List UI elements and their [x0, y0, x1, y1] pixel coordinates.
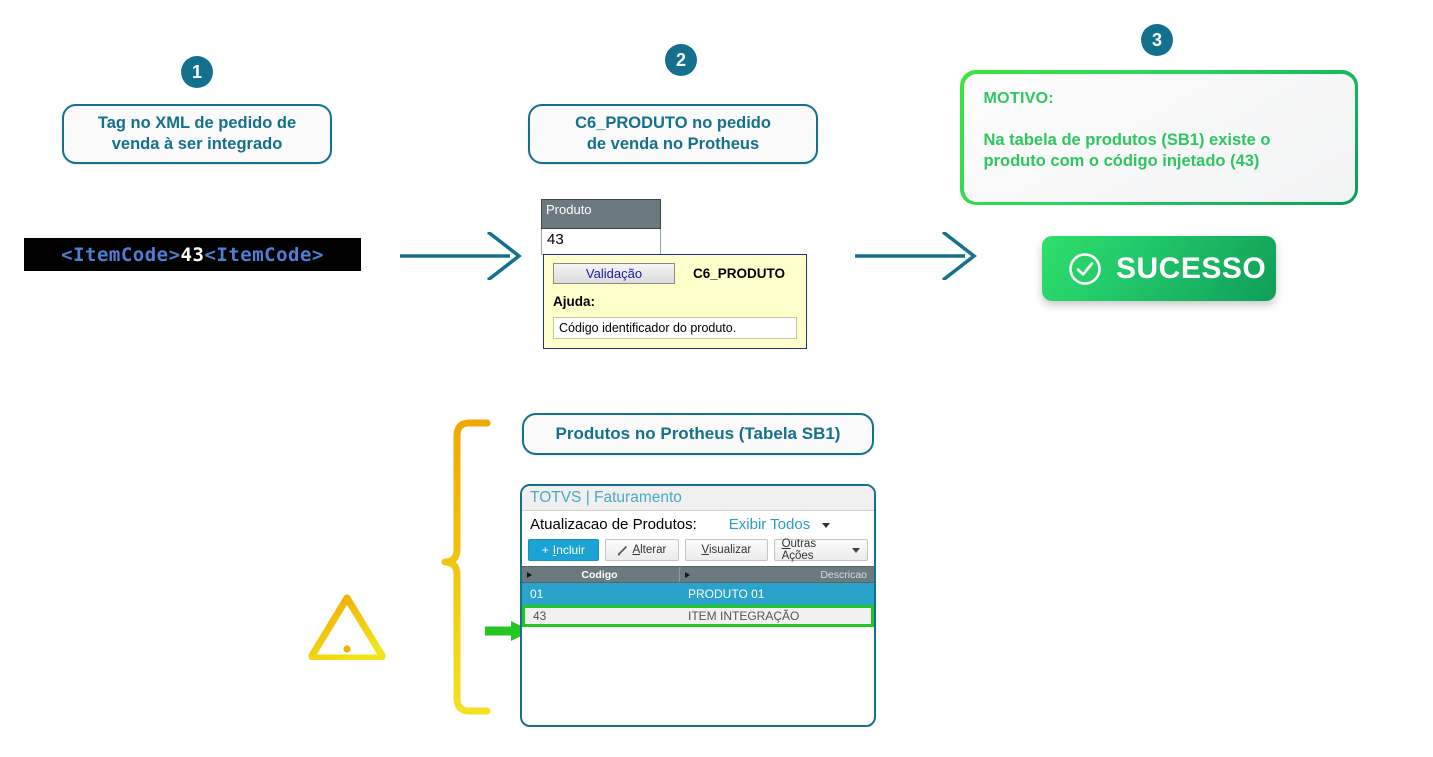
totvs-title: TOTVS | Faturamento	[522, 486, 874, 511]
row-descricao: PRODUTO 01	[688, 587, 765, 601]
flow-arrow-1	[400, 232, 525, 280]
pencil-icon	[617, 545, 628, 556]
motivo-box: MOTIVO: Na tabela de produtos (SB1) exis…	[960, 70, 1358, 205]
lower-caption: Produtos no Protheus (Tabela SB1)	[522, 413, 874, 455]
row-descricao: ITEM INTEGRAÇÃO	[688, 609, 800, 623]
incluir-mnemonic: I	[552, 543, 557, 557]
step-2-caption: C6_PRODUTO no pedido de venda no Protheu…	[528, 104, 818, 164]
column-marker-icon	[685, 571, 690, 578]
xml-close-tag-name: ItemCode	[216, 243, 312, 266]
step-1-caption-line-1: Tag no XML de pedido de	[97, 113, 297, 132]
exibir-todos-label: Exibir Todos	[728, 516, 811, 533]
grid-column-descricao[interactable]: Descricao	[680, 567, 874, 582]
grid-column-descricao-label: Descricao	[820, 568, 867, 581]
totvs-window: TOTVS | Faturamento Atualizacao de Produ…	[520, 484, 876, 727]
xml-open-tag-name: ItemCode	[73, 243, 169, 266]
outras-acoes-button[interactable]: Outras Ações	[773, 538, 868, 562]
warning-triangle-icon	[308, 592, 386, 660]
step-2-caption-line-1: C6_PRODUTO no pedido	[575, 113, 771, 132]
curly-brace-icon	[437, 418, 497, 716]
tooltip-field-name: C6_PRODUTO	[693, 266, 786, 281]
flow-arrow-2	[855, 232, 980, 280]
motivo-title: MOTIVO:	[983, 89, 1055, 107]
xml-item-code-value: 43	[180, 243, 205, 266]
xml-close-angle-left: <	[204, 243, 217, 266]
incluir-button[interactable]: +Incluir	[528, 539, 599, 561]
motivo-line-1-a: Na tabela de produtos	[983, 130, 1162, 149]
row-codigo: 01	[530, 587, 544, 601]
outras-acoes-mnemonic: O	[781, 538, 791, 550]
sucesso-label: SUCESSO	[1116, 251, 1267, 285]
motivo-sb1-token: (SB1)	[1161, 130, 1205, 149]
exibir-todos-dropdown[interactable]: Exibir Todos	[729, 516, 831, 533]
tooltip-help-label: Ajuda:	[553, 294, 595, 309]
tooltip-help-text: Código identificador do produto.	[553, 317, 797, 339]
caret-down-icon	[852, 547, 860, 553]
motivo-code-token: (43)	[1230, 152, 1260, 171]
step-3-badge: 3	[1141, 24, 1173, 56]
totvs-subbar: Atualizacao de Produtos: Exibir Todos	[522, 511, 874, 535]
check-circle-icon	[1068, 252, 1102, 286]
step-1-badge: 1	[181, 56, 213, 88]
validacao-button[interactable]: Validação	[553, 263, 675, 284]
xml-close-angle-right: >	[311, 243, 324, 266]
xml-open-angle-right: >	[168, 243, 181, 266]
chevron-down-icon	[822, 522, 831, 528]
step-1-caption: Tag no XML de pedido de venda à ser inte…	[62, 104, 332, 164]
motivo-body: Na tabela de produtos (SB1) existe o pro…	[984, 130, 1335, 174]
totvs-toolbar: +Incluir Alterar Visualizar Outras Ações	[522, 535, 874, 566]
table-row[interactable]: 43 ITEM INTEGRAÇÃO	[522, 605, 874, 627]
visualizar-button[interactable]: Visualizar	[685, 539, 768, 561]
xml-code-strip: <ItemCode>43<ItemCode>	[24, 238, 361, 271]
subbar-label: Atualizacao de Produtos:	[530, 516, 697, 533]
grid-column-codigo-label: Codigo	[581, 568, 618, 581]
alterar-mnemonic: A	[632, 544, 641, 556]
table-row[interactable]: 01 PRODUTO 01	[522, 583, 874, 605]
visualizar-mnemonic: V	[701, 544, 709, 556]
step-1-caption-line-2: venda à ser integrado	[111, 135, 283, 153]
alterar-button[interactable]: Alterar	[604, 539, 680, 561]
column-marker-icon	[527, 571, 532, 578]
row-codigo: 43	[533, 609, 547, 623]
plus-icon: +	[541, 543, 549, 557]
motivo-line-2-a: produto com o código injetado	[983, 152, 1231, 171]
grid-column-codigo[interactable]: Codigo	[522, 567, 680, 582]
step-2-badge: 2	[665, 44, 697, 76]
xml-open-angle-left: <	[61, 243, 74, 266]
grid-header-row: Codigo Descricao	[522, 566, 874, 583]
motivo-line-1-c: existe o	[1204, 130, 1271, 149]
produto-field-header: Produto	[541, 199, 661, 229]
sucesso-button[interactable]: SUCESSO	[1042, 236, 1276, 301]
produto-field-value: 43	[541, 229, 661, 255]
step-2-caption-line-2: de venda no Protheus	[586, 135, 760, 153]
field-help-tooltip: Validação C6_PRODUTO Ajuda: Código ident…	[543, 254, 807, 349]
